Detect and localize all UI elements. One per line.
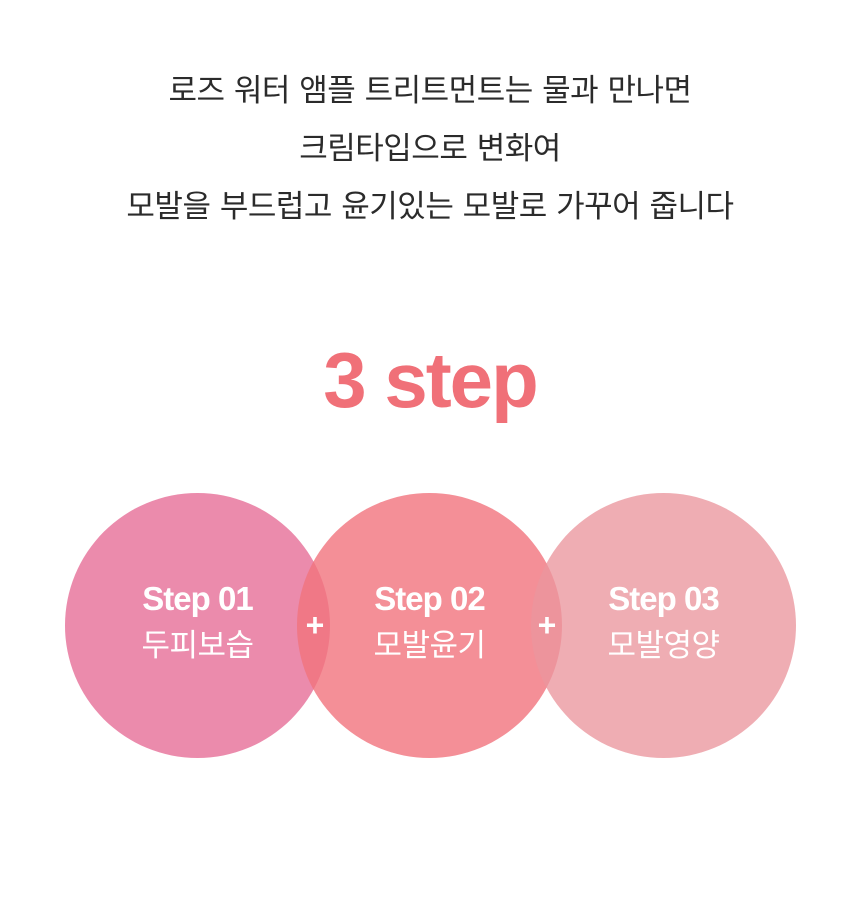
plus-icon: +	[305, 607, 325, 643]
intro-text: 로즈 워터 앰플 트리트먼트는 물과 만나면 크림타입으로 변화여 모발을 부드…	[0, 62, 860, 236]
intro-line-3: 모발을 부드럽고 윤기있는 모발로 가꾸어 줍니다	[126, 189, 734, 225]
step-02-desc: 모발윤기	[373, 627, 486, 664]
step-03-circle: Step 03 모발영양	[531, 493, 796, 758]
intro-line-2: 크림타입으로 변화여	[299, 131, 561, 167]
step-02-circle: Step 02 모발윤기	[297, 493, 562, 758]
step-02-label: Step 02	[374, 579, 485, 617]
step-01-desc: 두피보습	[141, 627, 254, 664]
plus-icon: +	[537, 607, 557, 643]
step-03-label: Step 03	[608, 579, 719, 617]
intro-line-1: 로즈 워터 앰플 트리트먼트는 물과 만나면	[168, 73, 692, 109]
step-01-circle: Step 01 두피보습	[65, 493, 330, 758]
step-01-label: Step 01	[142, 579, 253, 617]
steps-group: Step 01 두피보습 Step 02 모발윤기 Step 03 모발영양 +…	[0, 493, 860, 758]
headline-3-step: 3 step	[323, 336, 538, 424]
step-03-desc: 모발영양	[607, 627, 720, 664]
